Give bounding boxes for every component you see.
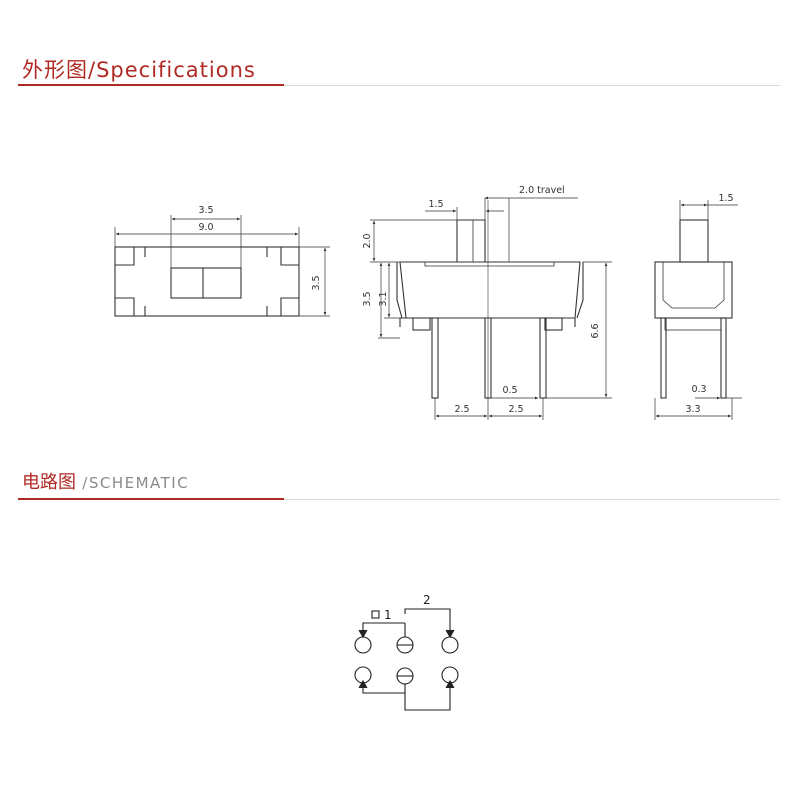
schematic-pin1-square: [371, 610, 380, 619]
side-view-dim-pin-width: 0.5: [502, 385, 517, 396]
top-view-extension-inner: [170, 215, 242, 268]
top-view-clip-bottom-left: [115, 297, 135, 316]
schematic-terminal-top-left: [354, 636, 372, 654]
side-view-standoff-left: [412, 317, 431, 331]
schematic-label-pin1: 1: [384, 608, 392, 622]
top-view-actuator-window: [170, 267, 242, 299]
side-view-standoff-right: [544, 317, 563, 331]
side-view-dim-travel: 2.0 travel: [519, 185, 565, 196]
schematic-terminal-top-right: [441, 636, 459, 654]
side-view-dim-actuator-height: 2.0: [362, 233, 373, 248]
specifications-divider: [18, 85, 780, 86]
end-view-inner-frame: [662, 262, 725, 309]
side-view-extension-bottom: [434, 398, 544, 420]
top-view-dim-width-inner: 3.5: [198, 205, 213, 216]
side-view-body-flanges: [396, 262, 584, 319]
side-view-dim-pitch-right: 2.5: [508, 404, 523, 415]
top-view-dim-width-total: 9.0: [198, 222, 213, 233]
top-view-clip-top-left: [115, 247, 135, 266]
end-view-dim-actuator-width: 1.5: [718, 193, 733, 204]
schematic-arrow-bottom-right: [445, 679, 455, 689]
side-view-dim-total-height: 6.6: [590, 323, 601, 338]
schematic-heading-cn: 电路图: [22, 472, 76, 493]
end-view-dim-pin-thickness: 0.3: [691, 384, 706, 395]
schematic-terminal-bottom-left: [354, 666, 372, 684]
end-view-dim-pin-span: 3.3: [685, 404, 700, 415]
schematic-heading-en: /SCHEMATIC: [76, 474, 190, 492]
end-view-actuator: [679, 219, 709, 263]
schematic-bracket-top: [404, 608, 451, 632]
side-view-dim-body-inner: 3.1: [378, 291, 389, 306]
schematic-bracket-bottom: [362, 688, 451, 711]
schematic-arrow-top-left: [358, 629, 368, 639]
schematic-arrow-top-right: [445, 629, 455, 639]
specifications-heading: 外形图/Specifications: [22, 58, 256, 82]
top-view-dim-height: 3.5: [311, 275, 322, 290]
specifications-accent-underline: [18, 84, 284, 86]
schematic-label-pin2: 2: [423, 593, 431, 607]
end-view-pin-right: [720, 317, 727, 399]
schematic-diagram: [354, 608, 459, 711]
top-view-inner-frame-ticks: [144, 247, 268, 316]
end-view: [654, 200, 742, 420]
end-view-extension-bottom: [654, 397, 742, 420]
schematic-arrow-bottom-left: [358, 679, 368, 689]
side-view-actuator: [456, 219, 486, 262]
side-view-extension-left: [370, 219, 457, 339]
schematic-divider: [18, 499, 780, 500]
side-view-extension-top: [456, 198, 510, 262]
side-view-dim-actuator-width: 1.5: [428, 199, 443, 210]
side-view-base: [399, 317, 576, 327]
top-view-extension-total: [114, 227, 300, 247]
top-view-clip-bottom-right: [280, 297, 299, 316]
end-view-standoff: [664, 317, 722, 331]
side-view-slot: [424, 262, 555, 267]
side-view: [370, 196, 612, 420]
schematic-terminal-bottom-right: [441, 666, 459, 684]
side-view-body-outline: [399, 261, 581, 319]
side-view-pin-1: [431, 317, 439, 399]
side-view-dim-pitch-left: 2.5: [454, 404, 469, 415]
end-view-body: [654, 261, 733, 319]
schematic-accent-underline: [18, 498, 284, 500]
top-view-extension-height: [299, 246, 330, 317]
end-view-extension-top: [679, 200, 709, 220]
end-view-pin-left: [660, 317, 667, 399]
top-view-clip-top-right: [280, 247, 299, 266]
side-view-extension-right: [546, 261, 612, 399]
schematic-link-top-left: [362, 622, 405, 632]
top-view-body-outline: [114, 246, 300, 317]
side-view-dim-body-height: 3.5: [362, 291, 373, 306]
top-view: [114, 215, 330, 317]
schematic-heading: 电路图 /SCHEMATIC: [22, 468, 189, 494]
